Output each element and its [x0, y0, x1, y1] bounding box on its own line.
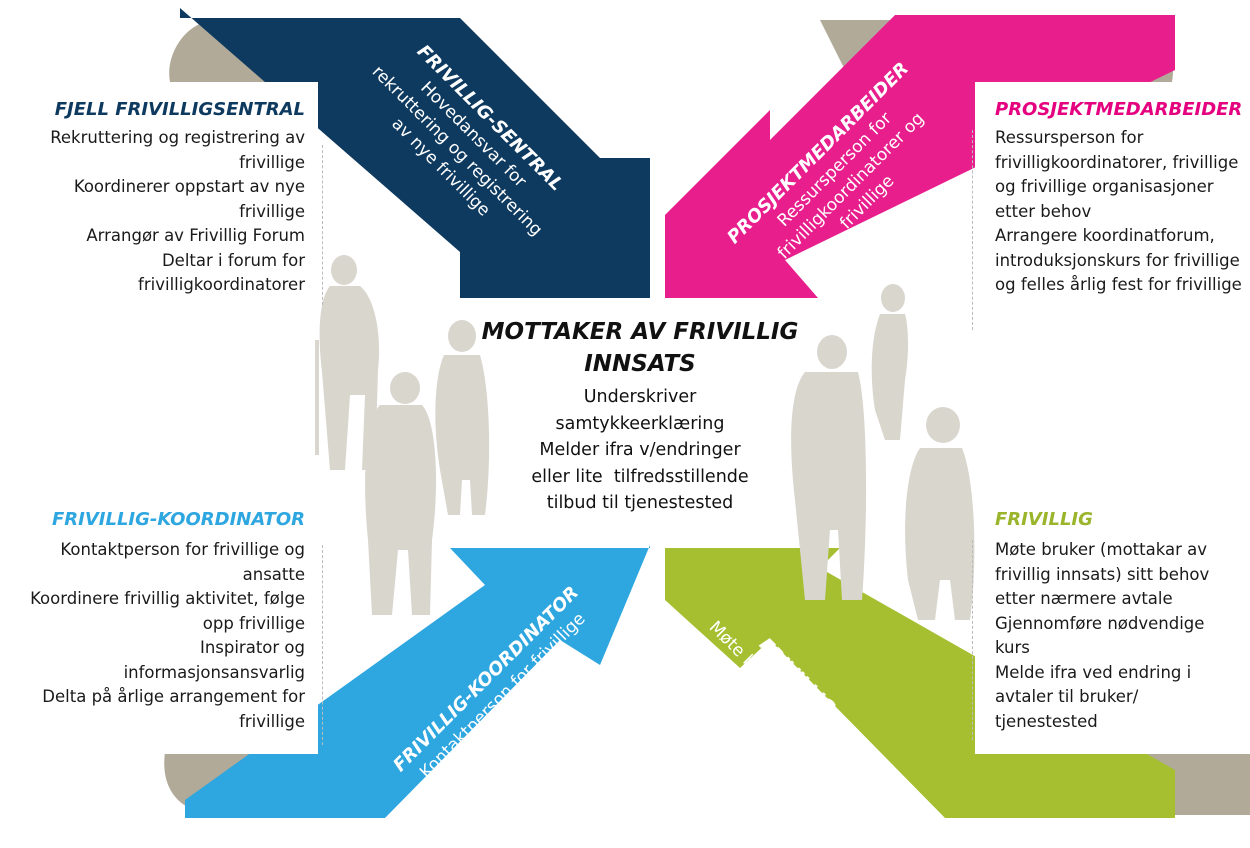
center-line: Underskriver [583, 387, 697, 407]
panel-line: Melde ifra ved endring i [995, 662, 1192, 682]
center-line: Melder ifra v/endringer [539, 440, 741, 460]
silhouette-elder-woman [905, 407, 975, 620]
center-line: samtykkeerklæring [555, 413, 725, 434]
panel-title: FRIVILLIG-KOORDINATOR [52, 509, 305, 530]
panel-title: PROSJEKTMEDARBEIDER [995, 99, 1243, 120]
panel-line: frivilligkoordinatorer [138, 275, 305, 294]
panel-bg-bottom-right [975, 492, 1250, 754]
panel-line: etter behov [995, 201, 1092, 221]
center-line: tilbud til tjenestested [546, 493, 734, 513]
panel-line: etter nærmere avtale [995, 589, 1173, 608]
panel-line: introduksjonskurs for frivillige [995, 250, 1240, 270]
panel-bg-top-left [0, 82, 318, 327]
panel-line: Arrangør av Frivillig Forum [86, 226, 305, 245]
panel-line: frivillige [239, 201, 305, 221]
diagram-graphics [0, 8, 1250, 818]
panel-title: FRIVILLIG [995, 509, 1093, 530]
silhouette-elder-man [365, 372, 437, 615]
arrow-frivillig-sentral [180, 8, 650, 298]
panel-frivillig-koordinator: FRIVILLIG-KOORDINATOR Kontaktperson for … [0, 508, 305, 734]
people-silhouettes [315, 255, 975, 620]
silhouette-woman [435, 320, 490, 515]
separator-top-right [972, 130, 973, 330]
separator-bottom-left [322, 545, 323, 745]
panel-bg-bottom-left [0, 492, 318, 754]
panel-line: Koordinere frivillig aktivitet, følge [30, 589, 305, 608]
silhouette-man-suit [791, 335, 867, 600]
panel-line: og frivillige organisasjoner [995, 177, 1214, 196]
panel-line: opp frivillige [202, 613, 305, 633]
panel-line: Inspirator og [199, 638, 305, 657]
panel-line: Ressursperson for [995, 128, 1144, 147]
panel-line: Rekruttering og registrering av [50, 128, 305, 147]
panel-line: Delta på årlige arrangement for [42, 687, 305, 706]
panel-line: og felles årlig fest for frivillige [995, 275, 1242, 294]
center-line: eller lite tilfredsstillende [531, 466, 749, 487]
panel-line: informasjonsansvarlig [123, 662, 305, 682]
panel-line: ansatte [242, 564, 305, 584]
panel-line: kurs [995, 638, 1030, 657]
silhouette-woman-right [871, 284, 909, 440]
panel-line: Arrangere koordinatforum, [995, 226, 1215, 245]
panel-fjell-frivilligsentral: FJELL FRIVILLIGSENTRAL Rekruttering og r… [0, 98, 305, 298]
panel-line: frivillige [239, 152, 305, 172]
panel-frivillig: FRIVILLIG Møte bruker (mottakar av frivi… [995, 508, 1250, 734]
center-title-line: INNSATS [584, 351, 696, 377]
panel-prosjektmedarbeider: PROSJEKTMEDARBEIDER Ressursperson for fr… [995, 98, 1250, 298]
center-title: MOTTAKER AV FRIVILLIG INNSATS [440, 316, 840, 380]
panel-line: Deltar i forum for [161, 250, 305, 270]
panel-line: avtaler til bruker/ [995, 687, 1139, 706]
center-title-line: MOTTAKER AV FRIVILLIG [481, 319, 799, 345]
panel-line: Gjennomføre nødvendige [995, 613, 1205, 633]
panel-line: frivillig innsats) sitt behov [995, 564, 1210, 584]
panel-line: frivilligkoordinatorer, frivillige [995, 152, 1239, 172]
silhouette-elder-with-cane [315, 255, 380, 470]
panel-line: Møte bruker (mottakar av [995, 540, 1207, 559]
center-description: Underskriver samtykkeerklæring Melder if… [440, 384, 840, 517]
panel-title: FJELL FRIVILLIGSENTRAL [54, 99, 305, 120]
panel-line: Koordinerer oppstart av nye [73, 177, 305, 196]
separator-bottom-right [972, 540, 973, 740]
panel-bg-top-right [975, 82, 1250, 344]
panel-line: tjenestested [995, 711, 1098, 731]
panel-line: frivillige [239, 711, 305, 731]
separator-top-left [322, 145, 323, 305]
panel-line: Kontaktperson for frivillige og [60, 540, 305, 559]
